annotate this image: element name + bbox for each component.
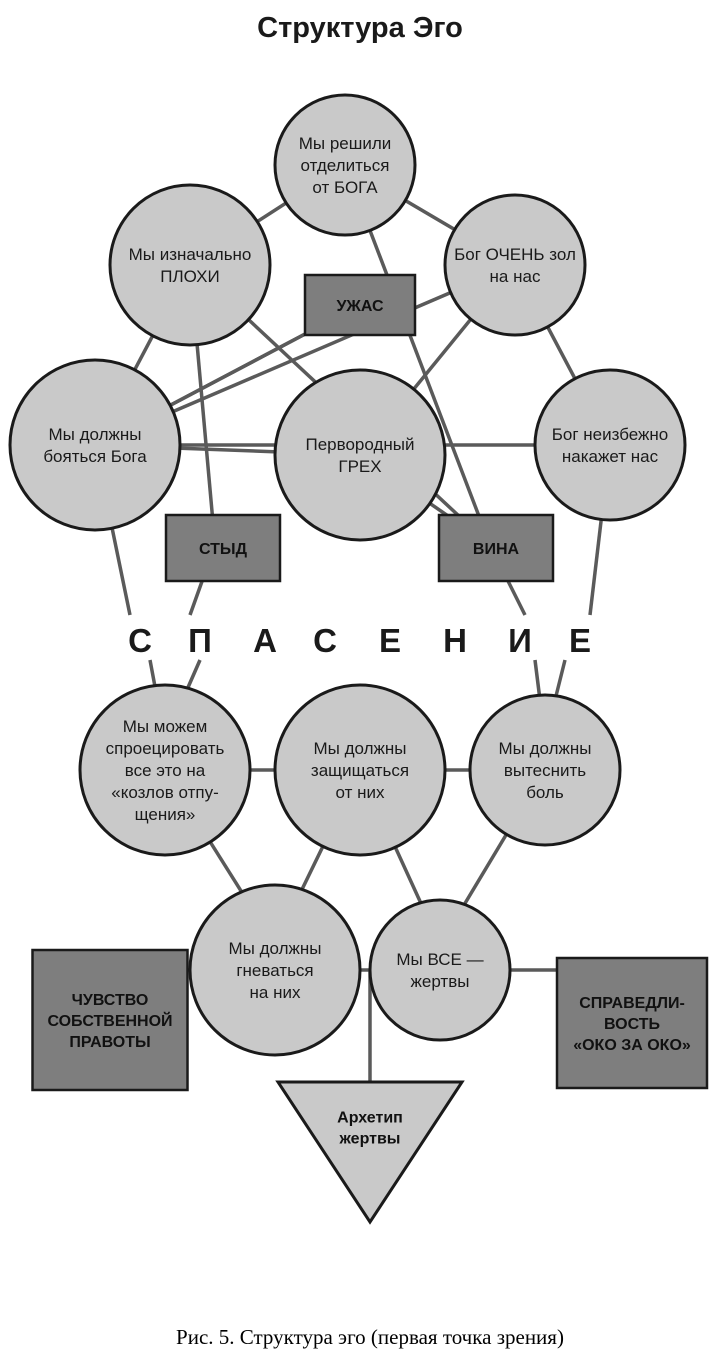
node-victims-line: Мы ВСЕ —: [396, 950, 483, 969]
node-guilt-line: ВИНА: [473, 541, 520, 558]
salvation-letter: Н: [443, 622, 467, 659]
node-justice-shape: [555, 956, 709, 1090]
node-separate-line: Мы решили: [299, 134, 392, 153]
node-separate-shape: [273, 93, 417, 237]
node-guilt-shape: [437, 513, 555, 583]
node-defend-line: Мы должны: [313, 739, 406, 758]
node-horror: УЖАС: [303, 273, 417, 337]
node-project-line: спроецировать: [106, 739, 225, 758]
node-defend: Мы должны защищаться от них: [273, 683, 447, 857]
node-punish-line: накажет нас: [562, 447, 659, 466]
node-repress: Мы должны вытеснить боль: [468, 693, 622, 847]
salvation-letter: С: [128, 622, 152, 659]
salvation-letter: И: [508, 622, 532, 659]
node-archetype-shape: [275, 1080, 465, 1225]
node-righteous-line: СОБСТВЕННОЙ: [47, 1011, 172, 1030]
node-punish: Бог неизбежно накажет нас: [533, 368, 687, 522]
node-project: Мы можем спроецировать все это на «козлов о…: [78, 683, 252, 857]
node-justice-line: ВОСТЬ: [604, 1016, 660, 1033]
node-bad-shape: [108, 183, 272, 347]
node-justice-line: «ОКО ЗА ОКО»: [573, 1037, 691, 1054]
salvation-letter: А: [253, 622, 277, 659]
node-anger: Мы должны гневаться на них: [188, 883, 362, 1057]
node-angry-god-line: на нас: [490, 267, 541, 286]
node-horror-shape: [303, 273, 417, 337]
node-fear-god: Мы должны бояться Бога: [8, 358, 182, 532]
node-sin-shape: [273, 368, 447, 542]
node-victims: Мы ВСЕ — жертвы: [368, 898, 512, 1042]
node-fear-god-line: Мы должны: [48, 425, 141, 444]
node-shame: СТЫД: [164, 513, 282, 583]
node-righteous-line: ПРАВОТЫ: [69, 1034, 150, 1051]
node-angry-god-line: Бог ОЧЕНЬ зол: [454, 245, 576, 264]
salvation-letter: Е: [569, 622, 591, 659]
diagram-nodes: Мы решили отделиться от БОГА Мы изначальноП…: [8, 93, 709, 1225]
node-anger-line: на них: [250, 983, 301, 1002]
node-bad-line: Мы изначально: [129, 245, 252, 264]
node-anger-line: гневаться: [236, 961, 313, 980]
node-anger-line: Мы должны: [228, 939, 321, 958]
node-shame-shape: [164, 513, 282, 583]
node-defend-shape: [273, 683, 447, 857]
node-project-shape: [78, 683, 252, 857]
node-angry-god: Бог ОЧЕНЬ зол на нас: [443, 193, 587, 337]
node-justice: СПРАВЕДЛИ- ВОСТЬ «ОКО ЗА ОКО»: [555, 956, 709, 1090]
node-repress-line: вытеснить: [504, 761, 586, 780]
node-sin-line: ГРЕХ: [338, 457, 381, 476]
node-sin-line: Первородный: [306, 435, 415, 454]
node-victims-shape: [368, 898, 512, 1042]
node-project-line: все это на: [125, 761, 206, 780]
node-anger-shape: [188, 883, 362, 1057]
node-righteous-shape: [31, 948, 189, 1092]
salvation-letter: Е: [379, 622, 401, 659]
node-guilt: ВИНА: [437, 513, 555, 583]
node-fear-god-line: бояться Бога: [43, 447, 147, 466]
figure-caption: Рис. 5. Структура эго (первая точка зрен…: [176, 1325, 564, 1349]
node-separate-line: отделиться: [301, 156, 390, 175]
node-shame-line: СТЫД: [199, 541, 248, 558]
node-punish-shape: [533, 368, 687, 522]
node-project-line: щения»: [135, 805, 196, 824]
node-punish-line: Бог неизбежно: [552, 425, 669, 444]
node-archetype-line: Архетип: [337, 1110, 403, 1127]
node-archetype-line: жертвы: [339, 1131, 401, 1148]
node-angry-god-shape: [443, 193, 587, 337]
node-defend-line: от них: [336, 783, 385, 802]
salvation-letter: С: [313, 622, 337, 659]
node-repress-line: боль: [526, 783, 564, 802]
node-victims-line: жертвы: [411, 972, 470, 991]
node-bad-line: ПЛОХИ: [160, 267, 219, 286]
node-project-line: Мы можем: [123, 717, 208, 736]
node-defend-line: защищаться: [311, 761, 409, 780]
node-righteous: ЧУВСТВО СОБСТВЕННОЙ ПРАВОТЫ: [31, 948, 189, 1092]
salvation-letter: П: [188, 622, 212, 659]
node-righteous-line: ЧУВСТВО: [72, 992, 149, 1009]
node-archetype: Архетип жертвы: [275, 1080, 465, 1225]
node-fear-god-shape: [8, 358, 182, 532]
node-project-line: «козлов отпу-: [111, 783, 219, 802]
node-separate: Мы решили отделиться от БОГА: [273, 93, 417, 237]
node-repress-line: Мы должны: [498, 739, 591, 758]
node-repress-shape: [468, 693, 622, 847]
node-separate-line: от БОГА: [312, 178, 378, 197]
node-justice-line: СПРАВЕДЛИ-: [579, 995, 685, 1012]
node-horror-line: УЖАС: [336, 298, 384, 315]
diagram-title: Структура Эго: [257, 12, 463, 44]
